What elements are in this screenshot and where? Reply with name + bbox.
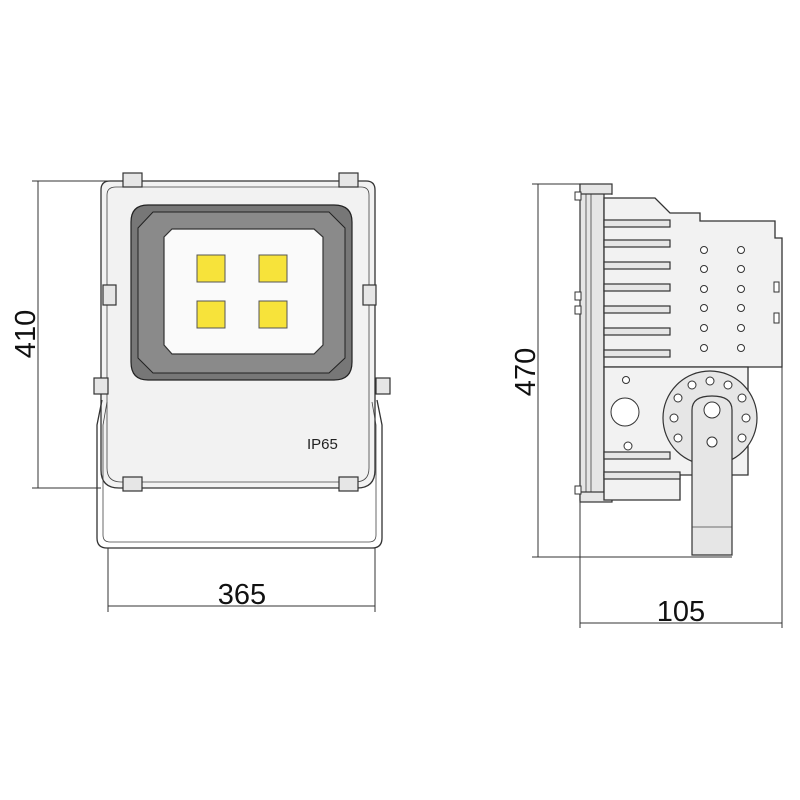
side-bracket-arm [691,395,733,556]
cable-gland [610,397,640,427]
side-bottom-notch [574,485,582,495]
side-front-plate [579,184,605,501]
ip-rating-label: IP65 [307,436,338,453]
left-side-tab [102,284,117,306]
right-side-tab [362,284,377,306]
side-view: 105 470 [510,183,783,628]
side-front-plate-lip [580,185,613,500]
right-bracket-pivot [375,377,391,395]
led-chip-bottom-right [258,300,288,329]
bracket-lock-bolt [706,436,718,448]
side-top-notch [574,191,582,201]
top-left-tab [122,172,143,188]
bottom-right-tab [338,476,359,492]
gland-screw-bottom [623,441,633,451]
height-dimension-label: 410 [10,310,42,358]
led-chip-bottom-left [196,300,226,329]
depth-dimension-label: 105 [657,596,705,628]
top-right-tab [338,172,359,188]
side-height-dimension-label: 470 [510,348,542,396]
mounting-bracket-inner [102,401,377,543]
bracket-pivot-bolt [703,401,721,419]
vent-holes [700,246,780,352]
width-dimension-label: 365 [218,579,266,611]
lens-window [163,228,324,355]
bottom-left-tab [122,476,143,492]
heatsink-fins [603,219,681,480]
mounting-bracket [96,399,383,549]
gland-screw-top [622,376,630,384]
side-top-cap [579,183,613,195]
side-upper-notch [574,291,582,301]
side-mid-notch [574,305,582,315]
led-chip-top-left [196,254,226,283]
front-view: IP65 365 410 [10,172,391,612]
led-chip-top-right [258,254,288,283]
left-bracket-pivot [93,377,109,395]
